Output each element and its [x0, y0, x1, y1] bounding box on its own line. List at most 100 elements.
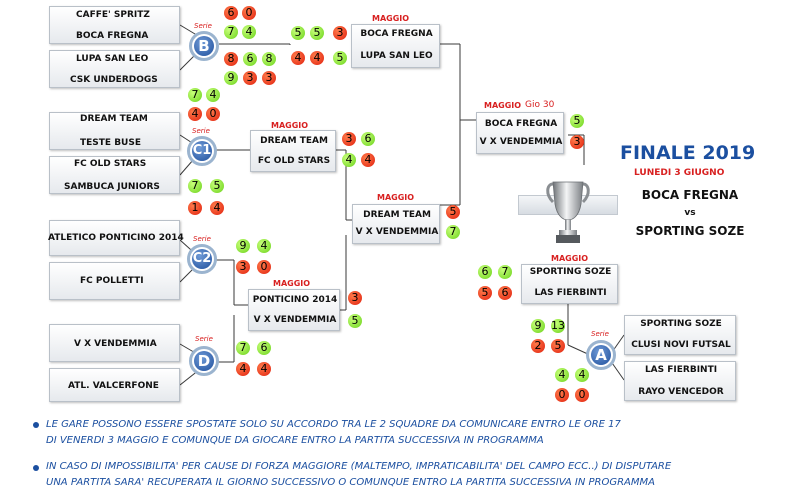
round-label: MAGGIO: [484, 101, 522, 110]
bullet-icon: [33, 465, 39, 471]
final-date: LUNEDI 3 GIUGNO: [634, 168, 725, 178]
note-line: UNA PARTITA SARA' RECUPERATA IL GIORNO S…: [46, 477, 655, 488]
score: 4: [210, 201, 224, 215]
score: 7: [188, 179, 202, 193]
final-team-1: BOCA FREGNA: [641, 188, 739, 202]
score: 0: [257, 260, 271, 274]
score: 7: [224, 25, 238, 39]
score: 5: [310, 26, 324, 40]
score: 3: [342, 132, 356, 146]
score: 6: [224, 6, 238, 20]
match-box-qf2: DREAM TEAM FC OLD STARS: [250, 130, 336, 172]
score: 6: [361, 132, 375, 146]
note-1: LE GARE POSSONO ESSERE SPOSTATE SOLO SU …: [46, 417, 786, 449]
score: 4: [361, 153, 375, 167]
score: 7: [236, 341, 250, 355]
score: 7: [188, 88, 202, 102]
serie-label: Serie: [194, 22, 212, 30]
match-box-b1: CAFFE' SPRITZ BOCA FREGNA: [49, 6, 180, 44]
score: 5: [348, 314, 362, 328]
team-name: BOCA FREGNA: [76, 31, 149, 41]
serie-label: Serie: [193, 235, 211, 243]
match-box-b2: LUPA SAN LEO CSK UNDERDOGS: [49, 50, 180, 88]
team-name: SPORTING SOZE: [529, 267, 612, 277]
score: 3: [243, 71, 257, 85]
group-badge-icon: C1: [187, 136, 217, 166]
match-box-qf3: PONTICINO 2014 V X VENDEMMIA: [248, 289, 340, 331]
team-name: LAS FIERBINTI: [644, 365, 718, 375]
group-badge-icon: B: [189, 31, 219, 61]
team-name: RAYO VENCEDOR: [638, 387, 724, 397]
team-name: SPORTING SOZE: [640, 319, 722, 329]
final-title: FINALE 2019: [620, 142, 756, 164]
score: 0: [555, 388, 569, 402]
score: 4: [575, 368, 589, 382]
match-box-c2a: ATLETICO PONTICINO 2014: [48, 220, 184, 256]
team-name: FC POLLETTI: [80, 276, 144, 286]
score: 6: [478, 265, 492, 279]
serie-label: Serie: [192, 127, 210, 135]
serie-label: Serie: [591, 330, 609, 338]
score: 6: [257, 341, 271, 355]
group-badge-icon: C2: [187, 244, 217, 274]
note-line: DI VENERDI 3 MAGGIO E COMUNQUE DA GIOCAR…: [46, 435, 544, 446]
score: 8: [224, 52, 238, 66]
note-line: IN CASO DI IMPOSSIBILITA' PER CAUSE DI F…: [46, 461, 672, 472]
note-line: LE GARE POSSONO ESSERE SPOSTATE SOLO SU …: [46, 419, 621, 430]
team-name: V X VENDEMMIA: [253, 315, 337, 325]
team-name: SAMBUCA JUNIORS: [64, 182, 160, 192]
score: 4: [257, 362, 271, 376]
score: 0: [242, 6, 256, 20]
team-name: LUPA SAN LEO: [76, 54, 149, 64]
team-name: CSK UNDERDOGS: [70, 75, 158, 85]
score: 4: [206, 88, 220, 102]
match-box-d2: ATL. VALCERFONE: [49, 368, 180, 402]
score: 4: [291, 51, 305, 65]
score: 5: [570, 114, 584, 128]
team-name: V X VENDEMMIA: [479, 137, 563, 147]
score: 2: [531, 339, 545, 353]
score: 1: [188, 201, 202, 215]
team-name: CLUSI NOVI FUTSAL: [631, 340, 731, 350]
team-name: LUPA SAN LEO: [360, 51, 433, 61]
score: 4: [188, 107, 202, 121]
team-name: FC OLD STARS: [257, 156, 331, 166]
score: 7: [498, 265, 512, 279]
team-name: DREAM TEAM: [363, 210, 431, 220]
team-name: PONTICINO 2014: [252, 295, 338, 305]
team-name: DREAM TEAM: [260, 136, 328, 146]
score: 3: [236, 260, 250, 274]
team-name: BOCA FREGNA: [360, 29, 433, 39]
team-name: ATL. VALCERFONE: [68, 381, 159, 391]
score: 0: [575, 388, 589, 402]
score: 9: [236, 239, 250, 253]
group-badge-icon: A: [586, 340, 616, 370]
round-date: Gio 30: [525, 100, 555, 110]
score: 8: [262, 52, 276, 66]
team-name: V X VENDEMMIA: [74, 339, 157, 349]
team-name: CAFFE' SPRITZ: [76, 10, 150, 20]
note-2: IN CASO DI IMPOSSIBILITA' PER CAUSE DI F…: [46, 459, 788, 491]
team-name: TESTE BUSE: [80, 138, 141, 148]
score: 9: [531, 319, 545, 333]
round-label: MAGGIO: [551, 254, 589, 263]
score: 0: [206, 107, 220, 121]
score: 4: [310, 51, 324, 65]
score: 3: [333, 26, 347, 40]
match-box-a1: SPORTING SOZE CLUSI NOVI FUTSAL: [624, 315, 736, 355]
match-box-sf2: BOCA FREGNA V X VENDEMMIA: [476, 112, 564, 154]
match-box-c1b: FC OLD STARS SAMBUCA JUNIORS: [49, 156, 180, 194]
score: 5: [446, 205, 460, 219]
score: 3: [348, 291, 362, 305]
match-box-a2: LAS FIERBINTI RAYO VENCEDOR: [624, 361, 736, 401]
team-name: V X VENDEMMIA: [355, 227, 439, 237]
match-box-d1: V X VENDEMMIA: [49, 324, 180, 362]
score: 6: [243, 52, 257, 66]
score: 3: [570, 135, 584, 149]
trophy-icon: [546, 181, 590, 243]
score: 6: [498, 286, 512, 300]
team-name: LAS FIERBINTI: [534, 288, 607, 298]
match-box-c2b: FC POLLETTI: [49, 262, 180, 300]
score: 3: [262, 71, 276, 85]
